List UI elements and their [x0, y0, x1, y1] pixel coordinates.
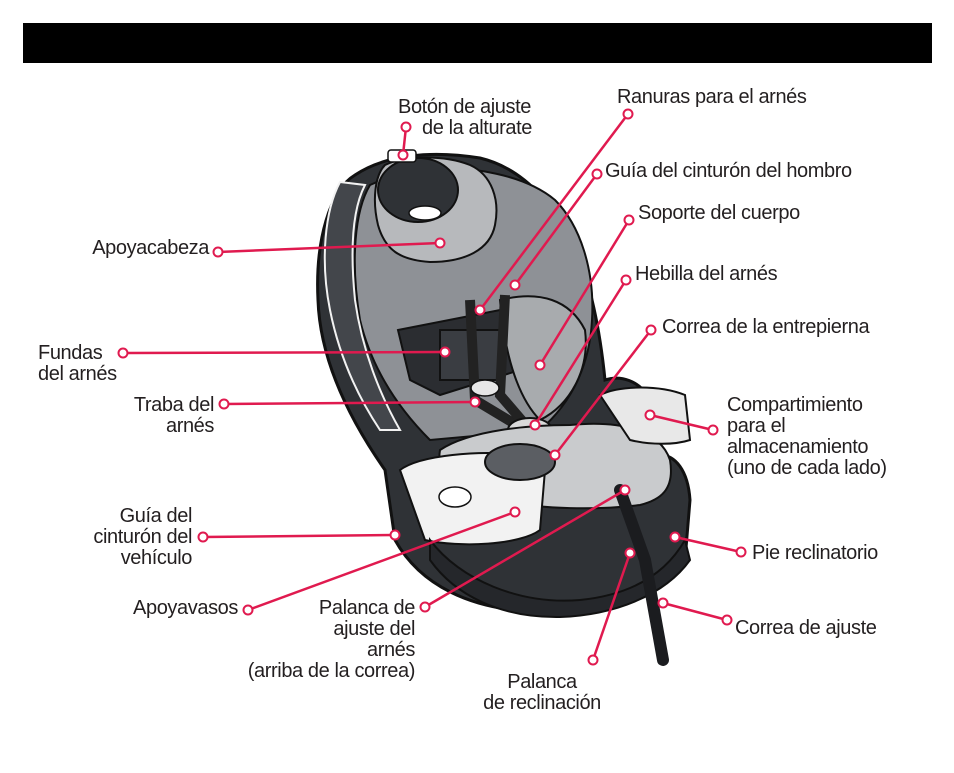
- leader-dot-label-pie: [735, 546, 747, 558]
- seat-base: [429, 537, 692, 619]
- leader-dot-part-ranuras: [474, 304, 486, 316]
- headrest-button: [408, 205, 442, 221]
- leader-line-palanca-reclinacion: [591, 552, 632, 661]
- leader-dot-label-fundas: [117, 347, 129, 359]
- leader-dot-label-boton: [400, 121, 412, 133]
- leader-dot-part-guia-hombro: [509, 279, 521, 291]
- leader-lines: [122, 113, 742, 661]
- leader-dot-part-compartimiento: [644, 409, 656, 421]
- headrest-top: [377, 157, 459, 223]
- leader-line-correa-entrepierna: [554, 329, 652, 456]
- label-guia-vehiculo: Guía del cinturón del vehículo: [93, 505, 192, 569]
- leader-line-guia-vehiculo: [202, 533, 396, 539]
- leader-dot-part-correa-ajuste: [657, 597, 669, 609]
- leader-dot-label-guia-vehiculo: [197, 531, 209, 543]
- leader-dot-label-correa-entrepierna: [645, 324, 657, 336]
- side-wing-left: [323, 180, 402, 431]
- label-apoyacabeza: Apoyacabeza: [92, 237, 209, 259]
- leader-dot-label-correa-ajuste: [721, 614, 733, 626]
- leader-dot-label-guia-hombro: [591, 168, 603, 180]
- label-palanca-reclinacion: Palanca de reclinación: [483, 671, 601, 714]
- label-ranuras: Ranuras para el arnés: [617, 86, 807, 108]
- leader-dots: [117, 108, 747, 666]
- leader-line-apoyavasos: [247, 510, 516, 612]
- leader-dot-label-ranuras: [622, 108, 634, 120]
- label-traba: Traba del arnés: [133, 394, 215, 437]
- leader-dot-part-boton: [397, 149, 409, 161]
- car-seat-illustration: [316, 149, 692, 666]
- leader-dot-part-hebilla: [529, 419, 541, 431]
- leader-line-palanca-arnes: [424, 488, 626, 609]
- leader-line-hebilla: [533, 279, 628, 426]
- leader-dot-label-traba: [218, 398, 230, 410]
- leader-dot-label-palanca-reclinacion: [587, 654, 599, 666]
- leader-line-traba: [223, 400, 476, 406]
- label-compartimiento: Compartimiento para el almacenamiento (u…: [727, 394, 887, 479]
- leader-dot-label-palanca-arnes: [419, 601, 431, 613]
- label-soporte: Soporte del cuerpo: [638, 202, 800, 224]
- label-guia-hombro: Guía del cinturón del hombro: [605, 160, 852, 182]
- label-hebilla: Hebilla del arnés: [635, 263, 778, 285]
- leader-line-ranuras: [479, 113, 629, 311]
- chest-clip: [470, 379, 500, 397]
- leader-dot-label-compartimiento: [707, 424, 719, 436]
- leader-dot-part-soporte: [534, 359, 546, 371]
- cupholder: [484, 443, 556, 481]
- leader-line-apoyacabeza: [217, 241, 441, 254]
- leader-dot-part-palanca-reclinacion: [624, 547, 636, 559]
- label-pie-reclinatorio: Pie reclinatorio: [752, 542, 878, 564]
- leader-line-pie: [674, 535, 742, 554]
- leader-dot-part-correa-entrepierna: [549, 449, 561, 461]
- leader-dot-label-hebilla: [620, 274, 632, 286]
- leader-dot-label-apoyacabeza: [212, 246, 224, 258]
- leader-dot-part-pie: [669, 531, 681, 543]
- label-palanca-arnes: Palanca de ajuste del arnés (arriba de l…: [247, 597, 416, 682]
- leader-line-guia-hombro: [513, 173, 599, 286]
- label-correa-entrepierna: Correa de la entrepierna: [662, 316, 870, 338]
- label-boton-ajuste: Botón de ajuste de la alturate: [398, 96, 533, 139]
- leader-line-fundas: [122, 350, 446, 355]
- belt-guide-slot: [438, 486, 472, 508]
- leader-dot-part-apoyacabeza: [434, 237, 446, 249]
- header-bar: [23, 23, 932, 63]
- leader-dot-part-apoyavasos: [509, 506, 521, 518]
- leader-line-soporte: [538, 219, 631, 366]
- leader-dot-part-fundas: [439, 346, 451, 358]
- adjust-strap: [614, 484, 669, 666]
- leader-dot-part-palanca-arnes: [619, 484, 631, 496]
- label-fundas: Fundas del arnés: [38, 342, 117, 385]
- label-apoyavasos: Apoyavasos: [133, 597, 238, 619]
- leader-dot-label-soporte: [623, 214, 635, 226]
- leader-dot-part-guia-vehiculo: [389, 529, 401, 541]
- leader-dot-label-apoyavasos: [242, 604, 254, 616]
- leader-line-compartimiento: [649, 413, 714, 432]
- leader-line-correa-ajuste: [662, 601, 728, 622]
- label-correa-ajuste: Correa de ajuste: [735, 617, 877, 639]
- leader-dot-part-traba: [469, 396, 481, 408]
